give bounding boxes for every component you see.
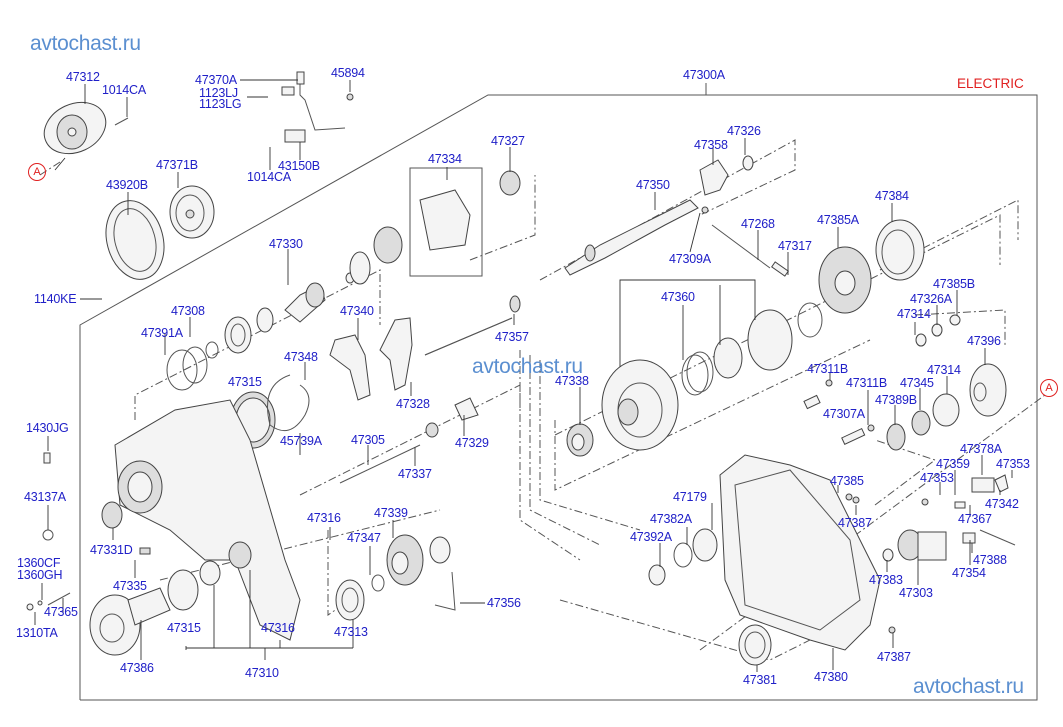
watermark-top-left: avtochast.ru	[30, 32, 141, 55]
part-label[interactable]: 47384	[875, 189, 909, 203]
part-label[interactable]: 47365	[44, 605, 78, 619]
part-label[interactable]: 47340	[340, 304, 374, 318]
part-label[interactable]: 47337	[398, 467, 432, 481]
part-label[interactable]: 47385	[830, 474, 864, 488]
part-label[interactable]: 47316	[307, 511, 341, 525]
part-label[interactable]: 47387	[838, 516, 872, 530]
part-label[interactable]: 47371B	[156, 158, 198, 172]
part-label[interactable]: 47387	[877, 650, 911, 664]
part-label[interactable]: 47378A	[960, 442, 1002, 456]
part-label[interactable]: 43137A	[24, 490, 66, 504]
watermark-center: avtochast.ru	[472, 355, 583, 378]
part-label[interactable]: 47392A	[630, 530, 672, 544]
part-label[interactable]: 47335	[113, 579, 147, 593]
part-label[interactable]: 1014CA	[102, 83, 146, 97]
part-label[interactable]: 47327	[491, 134, 525, 148]
part-label[interactable]: 47357	[495, 330, 529, 344]
part-label[interactable]: 47382A	[650, 512, 692, 526]
part-label[interactable]: 47334	[428, 152, 462, 166]
reference-marker-left: A	[28, 163, 46, 181]
part-label[interactable]: 47313	[334, 625, 368, 639]
part-label[interactable]: 47305	[351, 433, 385, 447]
part-label[interactable]: 47389B	[875, 393, 917, 407]
part-label[interactable]: 45894	[331, 66, 365, 80]
part-label[interactable]: 47367	[958, 512, 992, 526]
part-label[interactable]: 47311B	[807, 362, 848, 376]
part-label[interactable]: 47358	[694, 138, 728, 152]
part-label[interactable]: 47347	[347, 531, 381, 545]
part-label[interactable]: 47314	[927, 363, 961, 377]
part-label[interactable]: 1123LJ	[199, 86, 238, 100]
part-label[interactable]: 47381	[743, 673, 777, 687]
part-label[interactable]: 45739A	[280, 434, 322, 448]
part-label[interactable]: 47326	[727, 124, 761, 138]
part-label[interactable]: 47311B	[846, 376, 887, 390]
part-label[interactable]: 1014CA	[247, 170, 291, 184]
part-label[interactable]: 47317	[778, 239, 812, 253]
assembly-frame	[79, 83, 1038, 701]
parts	[26, 71, 1016, 666]
part-label[interactable]: 47331D	[90, 543, 133, 557]
part-label[interactable]: 47310	[245, 666, 279, 680]
part-label[interactable]: 47388	[973, 553, 1007, 567]
part-label[interactable]: 47268	[741, 217, 775, 231]
part-label[interactable]: 47326A	[910, 292, 952, 306]
part-label[interactable]: 47303	[899, 586, 933, 600]
part-label[interactable]: 1360CF	[17, 556, 61, 570]
part-label[interactable]: 47370A	[195, 73, 237, 87]
part-label[interactable]: 47342	[985, 497, 1019, 511]
part-label[interactable]: 47329	[455, 436, 489, 450]
part-label[interactable]: 47315	[228, 375, 262, 389]
part-label[interactable]: 47354	[952, 566, 986, 580]
part-label[interactable]: 47356	[487, 596, 521, 610]
part-label[interactable]: 47383	[869, 573, 903, 587]
part-label[interactable]: 47339	[374, 506, 408, 520]
part-label[interactable]: 47312	[66, 70, 100, 84]
part-label[interactable]: 47350	[636, 178, 670, 192]
part-label[interactable]: 47345	[900, 376, 934, 390]
part-label[interactable]: 1123LG	[199, 97, 242, 111]
part-label[interactable]: 47385B	[933, 277, 975, 291]
variant-label: ELECTRIC	[957, 76, 1024, 91]
part-label[interactable]: 1430JG	[26, 421, 69, 435]
part-label[interactable]: 47348	[284, 350, 318, 364]
part-label[interactable]: 47338	[555, 374, 589, 388]
part-label[interactable]: 47353	[920, 471, 954, 485]
part-label[interactable]: 47179	[673, 490, 707, 504]
part-label[interactable]: 1140KE	[34, 292, 77, 306]
part-label[interactable]: 47386	[120, 661, 154, 675]
part-label[interactable]: 43920B	[106, 178, 148, 192]
part-label[interactable]: 47328	[396, 397, 430, 411]
part-label[interactable]: 47391A	[141, 326, 183, 340]
part-label[interactable]: 1310TA	[16, 626, 58, 640]
watermark-bottom-right: avtochast.ru	[913, 675, 1024, 698]
part-label[interactable]: 47396	[967, 334, 1001, 348]
part-label[interactable]: 47353	[996, 457, 1030, 471]
leader-lines	[34, 79, 1013, 672]
part-label[interactable]: 47359	[936, 457, 970, 471]
part-label[interactable]: 47316	[261, 621, 295, 635]
part-label[interactable]: 47360	[661, 290, 695, 304]
part-label[interactable]: 47309A	[669, 252, 711, 266]
part-label[interactable]: 47307A	[823, 407, 865, 421]
part-label[interactable]: 47380	[814, 670, 848, 684]
part-label[interactable]: 47308	[171, 304, 205, 318]
part-label[interactable]: 47315	[167, 621, 201, 635]
part-label[interactable]: 43150B	[278, 159, 320, 173]
part-label[interactable]: 1360GH	[17, 568, 63, 582]
part-label[interactable]: 47385A	[817, 213, 859, 227]
part-label-47300A[interactable]: 47300A	[683, 68, 725, 82]
reference-marker-right: A	[1040, 379, 1058, 397]
part-label[interactable]: 47330	[269, 237, 303, 251]
part-label[interactable]: 47314	[897, 307, 931, 321]
